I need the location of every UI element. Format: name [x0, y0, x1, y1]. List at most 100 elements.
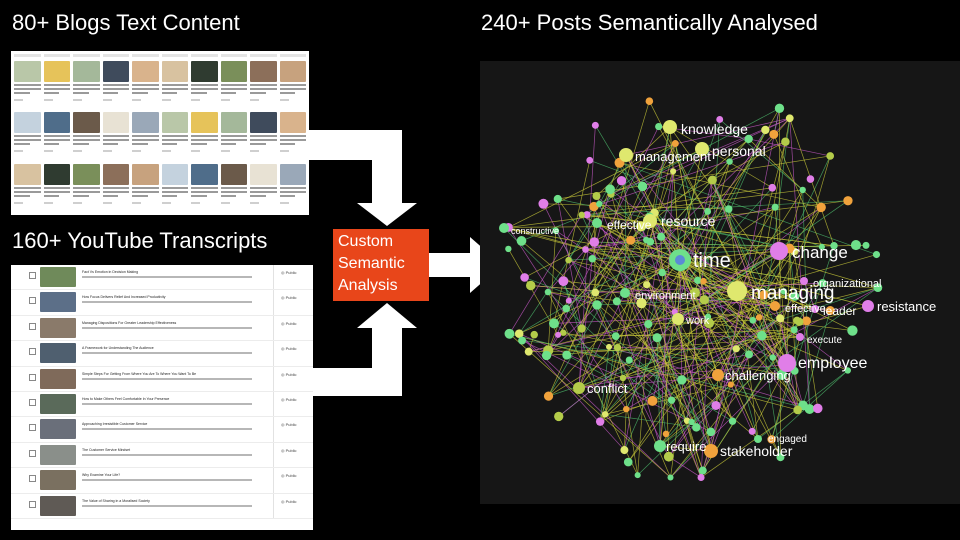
row-checkbox[interactable]	[29, 475, 36, 483]
video-row[interactable]: Managing Dispositions For Greater Leader…	[11, 315, 313, 342]
video-title[interactable]: Why Examine Your Life?	[82, 473, 121, 478]
row-checkbox[interactable]	[29, 272, 36, 279]
graph-node	[592, 191, 601, 200]
video-row[interactable]: Simple Steps For Getting From Where You …	[11, 366, 313, 392]
blog-card	[161, 163, 188, 213]
video-thumbnail[interactable]	[40, 495, 76, 516]
network-graph-svg: knowledge management personal effective …	[499, 97, 936, 481]
video-row[interactable]: The Customer Service Mindset ◎ Public	[11, 442, 313, 469]
video-row[interactable]: The Value of Sharing in a Moralised Soci…	[11, 493, 313, 519]
custom-semantic-analysis-box: Custom Semantic Analysis	[333, 229, 429, 301]
label-organizational: organizational	[813, 278, 882, 290]
video-title[interactable]: The Value of Sharing in a Moralised Soci…	[82, 498, 150, 503]
youtube-to-analysis-arrow	[313, 303, 417, 396]
video-thumbnail[interactable]	[40, 368, 76, 389]
blog-text-line	[14, 92, 30, 94]
graph-edge	[557, 198, 582, 329]
graph-edge	[758, 317, 781, 458]
graph-node	[825, 306, 835, 316]
visibility-label: Public	[285, 396, 297, 402]
video-title[interactable]: Managing Dispositions For Greater Leader…	[82, 320, 177, 325]
blog-text-line	[220, 99, 230, 101]
blog-card	[161, 61, 188, 110]
blog-thumbnail-image	[102, 163, 129, 185]
video-thumbnail[interactable]	[40, 317, 76, 338]
column-divider	[273, 290, 274, 315]
video-title[interactable]: How to Make Others Feel Comfortable In Y…	[82, 396, 170, 401]
graph-edge	[625, 117, 790, 156]
graph-node	[504, 328, 515, 339]
graph-node	[606, 343, 613, 350]
blog-text-line	[14, 139, 41, 142]
row-checkbox[interactable]	[29, 297, 36, 305]
graph-node	[626, 235, 636, 245]
blog-text-line	[14, 143, 30, 146]
graph-node	[703, 317, 715, 329]
video-thumbnail[interactable]	[40, 470, 76, 491]
globe-icon: ◎	[281, 371, 285, 377]
blog-text-line	[161, 201, 171, 204]
row-checkbox[interactable]	[29, 449, 36, 457]
blog-text-line	[102, 135, 129, 138]
graph-node	[647, 395, 658, 406]
video-title[interactable]: Approaching Irresistible Customer Servic…	[82, 422, 148, 427]
globe-icon: ◎	[281, 396, 285, 402]
label-challenging: challenging	[725, 368, 791, 383]
video-row[interactable]: A Framework for Understanding The Audien…	[11, 341, 313, 367]
column-divider	[273, 468, 274, 493]
blog-text-line	[132, 190, 159, 193]
graph-edge	[578, 259, 681, 389]
video-thumbnail[interactable]	[40, 343, 76, 364]
graph-node	[706, 427, 716, 437]
graph-node-change	[770, 242, 788, 260]
graph-edge	[610, 148, 703, 195]
video-row[interactable]: Approaching Irresistible Customer Servic…	[11, 417, 313, 443]
video-thumbnail[interactable]	[40, 419, 76, 440]
blog-text-line	[191, 190, 218, 193]
graph-edge	[674, 143, 759, 440]
video-title[interactable]: Simple Steps For Getting From Where You …	[82, 371, 197, 376]
video-title[interactable]: A Framework for Understanding The Audien…	[82, 346, 154, 351]
graph-edge	[654, 126, 671, 213]
video-thumbnail[interactable]	[40, 444, 76, 465]
row-checkbox[interactable]	[29, 424, 36, 432]
graph-edge	[641, 206, 776, 304]
youtube-heading: 160+ YouTube Transcripts	[12, 228, 268, 253]
video-row[interactable]: How to Make Others Feel Comfortable In Y…	[11, 391, 313, 418]
blog-text-line	[132, 194, 148, 197]
video-thumbnail[interactable]	[40, 267, 76, 287]
row-checkbox[interactable]	[29, 398, 36, 406]
video-row[interactable]: Why Examine Your Life?◎ Public	[11, 468, 313, 494]
video-row[interactable]: How Focus Delivers Relief And Increased …	[11, 290, 313, 316]
video-thumbnail[interactable]	[40, 393, 76, 414]
graph-node-resource	[643, 214, 657, 228]
graph-node	[541, 350, 552, 361]
graph-node	[670, 168, 677, 175]
graph-node	[589, 237, 600, 247]
row-checkbox[interactable]	[29, 348, 36, 356]
video-title[interactable]: How Focus Delivers Relief And Increased …	[82, 295, 166, 300]
row-checkbox[interactable]	[29, 373, 36, 381]
blog-text-line	[191, 99, 201, 101]
video-row[interactable]: Fact Vs Emotion in Decision Making◎ Publ…	[11, 265, 313, 291]
graph-node	[514, 329, 524, 338]
blog-text-line	[43, 143, 60, 146]
row-checkbox[interactable]	[29, 322, 36, 330]
row-checkbox[interactable]	[29, 500, 36, 508]
video-title[interactable]: The Customer Service Mindset	[82, 447, 131, 452]
video-thumbnail[interactable]	[40, 292, 76, 313]
graph-node	[745, 350, 754, 359]
blogs-to-analysis-arrow	[309, 130, 417, 226]
blog-text-line	[102, 186, 129, 189]
blog-card	[73, 112, 100, 161]
blog-text-line	[14, 190, 41, 193]
graph-node	[520, 273, 529, 282]
video-title[interactable]: Fact Vs Emotion in Decision Making	[82, 270, 139, 274]
visibility-status: ◎ Public	[281, 448, 297, 453]
blog-text-line	[191, 135, 218, 138]
blog-text-line	[132, 88, 159, 90]
graph-node	[588, 255, 597, 263]
blog-thumbnail-image	[191, 163, 218, 185]
graph-node	[518, 336, 527, 345]
graph-node	[728, 417, 737, 425]
